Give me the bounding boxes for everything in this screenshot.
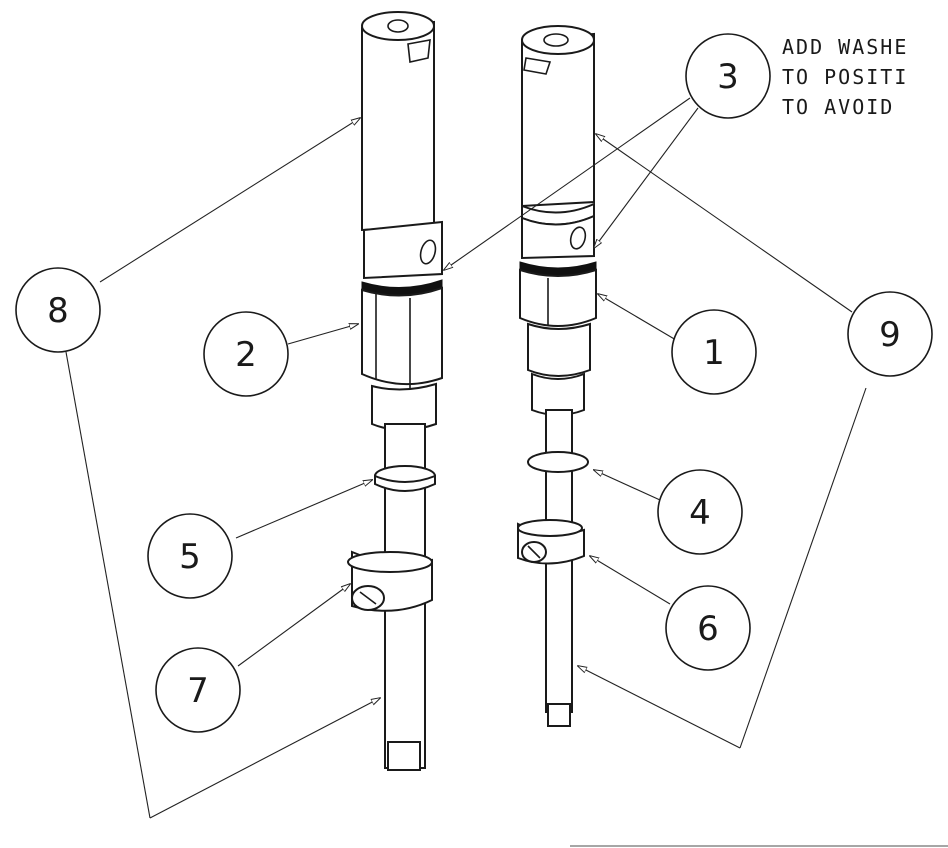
note-line-1: ADD WASHE <box>782 35 908 59</box>
callout-6-label: 6 <box>697 609 719 649</box>
right-shaft-tip <box>547 703 571 727</box>
callout-5: 5 <box>147 513 233 599</box>
right-washer <box>527 451 589 473</box>
left-shaft-tip <box>387 741 421 771</box>
callout-2: 2 <box>203 311 289 397</box>
callout-3: 3 <box>685 33 771 119</box>
callout-5-label: 5 <box>179 537 201 577</box>
callout-9-label: 9 <box>879 315 901 355</box>
right-shaft-assembly <box>517 25 597 727</box>
callout-7-label: 7 <box>187 671 209 711</box>
left-upper-cylinder <box>361 20 435 232</box>
left-top-face <box>361 11 435 41</box>
left-collar <box>363 220 443 280</box>
right-top-face <box>521 25 595 55</box>
assembly-note: ADD WASHE TO POSITI TO AVOID <box>782 35 908 119</box>
callout-3-label: 3 <box>717 57 739 97</box>
left-shaft-assembly <box>347 11 443 771</box>
callout-9: 9 <box>847 291 933 377</box>
callout-8-label: 8 <box>47 291 69 331</box>
right-hex-nut <box>519 268 597 327</box>
callout-4: 4 <box>657 469 743 555</box>
callout-1-label: 1 <box>703 333 725 373</box>
callout-4-label: 4 <box>689 493 711 533</box>
right-neck <box>527 322 591 377</box>
callout-2-label: 2 <box>235 335 257 375</box>
note-line-2: TO POSITI <box>782 65 908 89</box>
callout-8: 8 <box>15 267 101 353</box>
callout-6: 6 <box>665 585 751 671</box>
left-hex-nut <box>361 286 443 386</box>
callout-1: 1 <box>671 309 757 395</box>
note-line-3: TO AVOID <box>782 95 894 119</box>
leader-lines <box>65 97 867 819</box>
callout-7: 7 <box>155 647 241 733</box>
